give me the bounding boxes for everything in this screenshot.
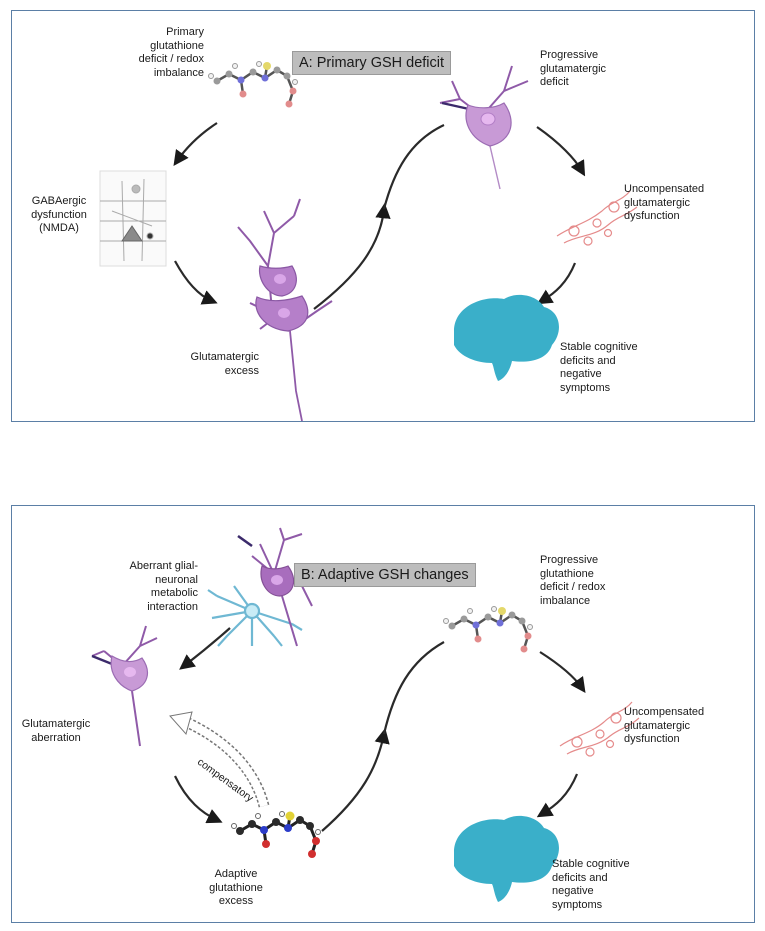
label-stable-deficits: Stable cognitive deficits and negative s…	[552, 858, 630, 911]
arrow-b-deficit-to-fiber	[539, 651, 586, 694]
glutathione-molecule-icon	[231, 811, 321, 858]
label-uncompensated: Uncompensated glutamatergic dysfunction	[624, 183, 705, 222]
panel-a: A: Primary GSH deficit Primary glutathio…	[11, 10, 755, 422]
label-gabaergic: GABAergic dysfunction (NMDA)	[31, 195, 87, 234]
compensatory-arrow	[169, 711, 270, 808]
label-progressive-deficit: Progressive glutamatergic deficit	[540, 49, 607, 88]
label-adaptive-excess: Adaptive glutathione excess	[209, 868, 263, 907]
astrocyte-icon	[207, 585, 303, 647]
label-stable-deficits: Stable cognitive deficits and negative s…	[560, 341, 638, 394]
arrow-b-up-to-deficit	[382, 641, 445, 735]
panel-b-arrows	[174, 627, 586, 832]
brain-icon	[454, 815, 559, 902]
label-uncompensated: Uncompensated glutamatergic dysfunction	[624, 706, 705, 745]
panel-b: B: Adaptive GSH changes Aberrant glial- …	[11, 505, 755, 923]
arrow-b-aberration-to-excess	[174, 775, 223, 824]
gabaergic-circuit-icon	[99, 170, 167, 267]
axon-fiber-icon	[556, 190, 638, 246]
arrow-a-fiber-to-brain	[536, 262, 577, 305]
arrow-a-excess-up	[313, 202, 391, 310]
arrow-a-deficit-to-gaba	[173, 122, 218, 167]
brain-icon	[454, 294, 559, 381]
arrow-b-interaction-to-aberration	[179, 627, 231, 670]
panel-a-arrows	[173, 122, 586, 310]
axon-fiber-icon	[559, 701, 640, 757]
neuron-icon	[237, 198, 333, 421]
panel-b-artwork	[91, 527, 640, 902]
label-glutamatergic-aberration: Glutamatergic aberration	[21, 718, 91, 744]
arrow-b-fiber-to-brain	[536, 773, 579, 818]
label-progressive-glutathione-deficit: Progressive glutathione deficit / redox …	[540, 554, 606, 607]
panel-a-artwork	[99, 61, 638, 421]
label-aberrant-interaction: Aberrant glial- neuronal metabolic inter…	[129, 560, 198, 613]
arrow-b-excess-up	[321, 727, 390, 832]
panel-a-title: A: Primary GSH deficit	[292, 51, 452, 75]
neuron-icon	[439, 65, 529, 190]
arrow-a-up-to-neuron	[382, 124, 445, 210]
glutathione-molecule-icon	[208, 61, 298, 108]
neuron-icon	[237, 527, 313, 647]
glutathione-molecule-icon	[443, 606, 533, 653]
label-primary-deficit: Primary glutathione deficit / redox imba…	[138, 26, 204, 79]
neuron-icon	[91, 625, 158, 747]
label-glutamatergic-excess: Glutamatergic excess	[190, 351, 259, 377]
arrow-a-neuron-to-fiber	[536, 126, 586, 177]
panel-b-title: B: Adaptive GSH changes	[294, 563, 476, 587]
arrow-a-gaba-to-excess	[174, 260, 218, 305]
